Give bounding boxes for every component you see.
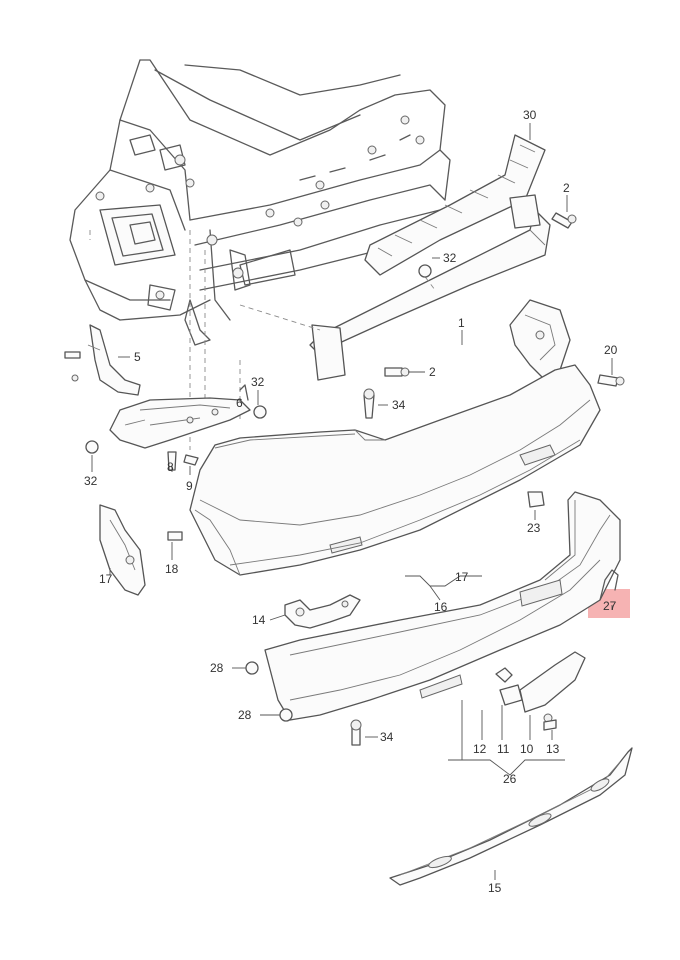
part-10-cover <box>519 651 586 713</box>
part-20-side-guide <box>509 299 571 381</box>
callout-13: 13 <box>546 742 560 756</box>
part-5-bracket <box>87 324 141 396</box>
callout-2-top: 2 <box>563 181 570 195</box>
bumper-cover-lower <box>264 491 621 721</box>
part-14-holder <box>284 594 361 629</box>
callout-5: 5 <box>134 350 141 364</box>
fasteners <box>64 212 625 746</box>
callouts: 30 2 32 1 2 20 5 32 34 6 8 9 32 23 17 18… <box>84 108 618 895</box>
callout-28-bottom: 28 <box>238 708 252 722</box>
callout-26: 26 <box>503 772 517 786</box>
part-15-trim-strip <box>389 747 633 886</box>
callout-28-top: 28 <box>210 661 224 675</box>
callout-27: 27 <box>603 599 617 613</box>
callout-32-top: 32 <box>443 251 457 265</box>
part-30-bumper-guide <box>364 134 546 276</box>
callout-6: 6 <box>236 396 243 410</box>
callout-2-mid: 2 <box>429 365 436 379</box>
part-17-side-bracket <box>99 504 146 596</box>
callout-32-lower: 32 <box>84 474 98 488</box>
leader-lines <box>91 123 613 880</box>
part-6-mount-bracket <box>109 384 251 449</box>
callout-17-mid: 17 <box>455 570 469 584</box>
callout-34-top: 34 <box>392 398 406 412</box>
callout-8: 8 <box>167 460 174 474</box>
callout-30: 30 <box>523 108 537 122</box>
part-1-bumper-carrier <box>309 194 551 381</box>
callout-1: 1 <box>458 316 465 330</box>
callout-32-left: 32 <box>251 375 265 389</box>
callout-34-bottom: 34 <box>380 730 394 744</box>
callout-12: 12 <box>473 742 487 756</box>
callout-20: 20 <box>604 343 618 357</box>
callout-16: 16 <box>434 600 448 614</box>
callout-14: 14 <box>252 613 266 627</box>
callout-23: 23 <box>527 521 541 535</box>
bumper-cover-upper <box>189 364 601 576</box>
callout-18: 18 <box>165 562 179 576</box>
callout-17-left: 17 <box>99 572 113 586</box>
callout-9: 9 <box>186 479 193 493</box>
callout-10: 10 <box>520 742 534 756</box>
callout-15: 15 <box>488 881 502 895</box>
callout-11: 11 <box>497 742 510 756</box>
part-11-12-clips <box>495 667 553 723</box>
